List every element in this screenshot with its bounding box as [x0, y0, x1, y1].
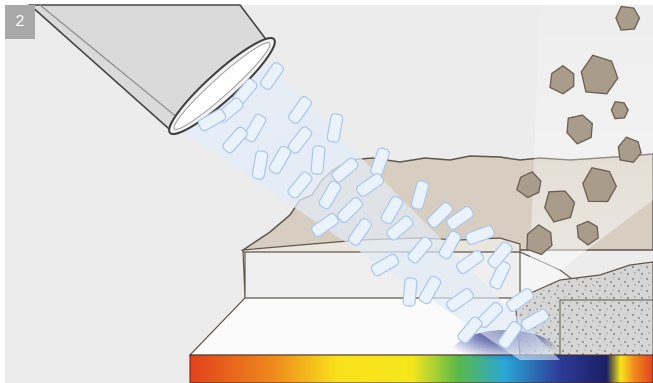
substrate-thermal-bar	[190, 355, 653, 383]
ice-pellet-icon	[403, 278, 417, 307]
step-badge: 2	[5, 5, 35, 39]
ice-pellet-icon	[311, 146, 325, 175]
gravel-front	[560, 300, 653, 355]
